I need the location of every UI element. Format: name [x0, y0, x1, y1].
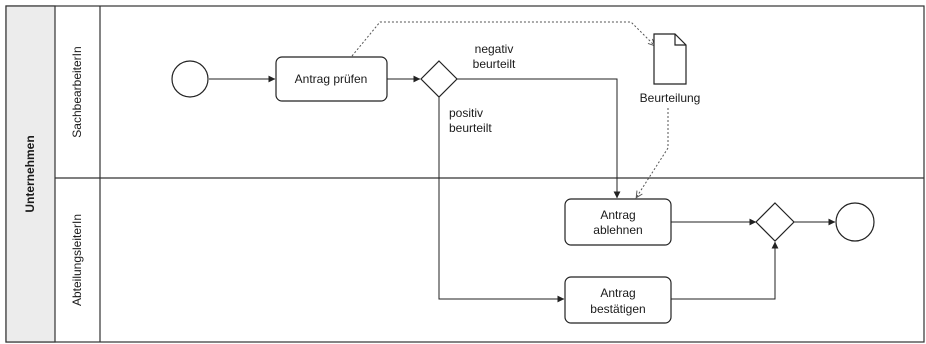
document-icon [653, 33, 687, 85]
task-label-line1: Antrag [600, 286, 635, 300]
flow-label-negativ-line1: negativ [475, 42, 514, 56]
flow-label-negativ-line2: beurteilt [473, 57, 516, 71]
task-label-line1: Antrag [600, 208, 635, 222]
flow-positiv-to-bestaetigen[interactable] [438, 97, 565, 303]
task-antrag-pruefen[interactable]: Antrag prüfen [275, 56, 388, 102]
flow-bestaetigen-to-gateway[interactable] [671, 241, 779, 300]
task-antrag-bestaetigen[interactable]: Antrag bestätigen [564, 276, 672, 324]
task-label: Antrag prüfen [295, 72, 368, 86]
document-fold [674, 34, 686, 46]
gateway-merge[interactable] [755, 202, 795, 242]
task-antrag-ablehnen[interactable]: Antrag ablehnen [564, 198, 672, 246]
gateway-decision[interactable] [420, 60, 458, 98]
data-object-beurteilung[interactable]: Beurteilung [640, 33, 701, 105]
pool: Unternehmen SachbearbeiterIn Abteilungsl… [5, 5, 925, 343]
task-label-line2: bestätigen [590, 302, 645, 316]
task-label-line2: ablehnen [593, 223, 642, 237]
lane-label-sachbearbeiter: SachbearbeiterIn [70, 46, 84, 137]
flow-label-positiv-line1: positiv [449, 106, 483, 120]
pool-header [5, 5, 56, 343]
flow-label-positiv-line2: beurteilt [449, 121, 492, 135]
task-box [564, 276, 672, 324]
task-box [564, 198, 672, 246]
flow-negativ-to-ablehnen[interactable] [457, 78, 621, 199]
end-event[interactable] [835, 202, 875, 242]
task-box [275, 56, 388, 102]
start-event[interactable] [171, 60, 209, 98]
sequence-flows [209, 75, 836, 303]
data-associations [351, 21, 669, 198]
data-object-label: Beurteilung [640, 91, 701, 105]
lane-label-abteilungsleiter: AbteilungsleiterIn [70, 214, 84, 306]
pool-label: Unternehmen [23, 135, 37, 212]
pool-border [5, 5, 925, 343]
association-pruefen-to-beurteilung[interactable] [351, 21, 655, 57]
association-beurteilung-to-ablehnen[interactable] [635, 108, 669, 198]
